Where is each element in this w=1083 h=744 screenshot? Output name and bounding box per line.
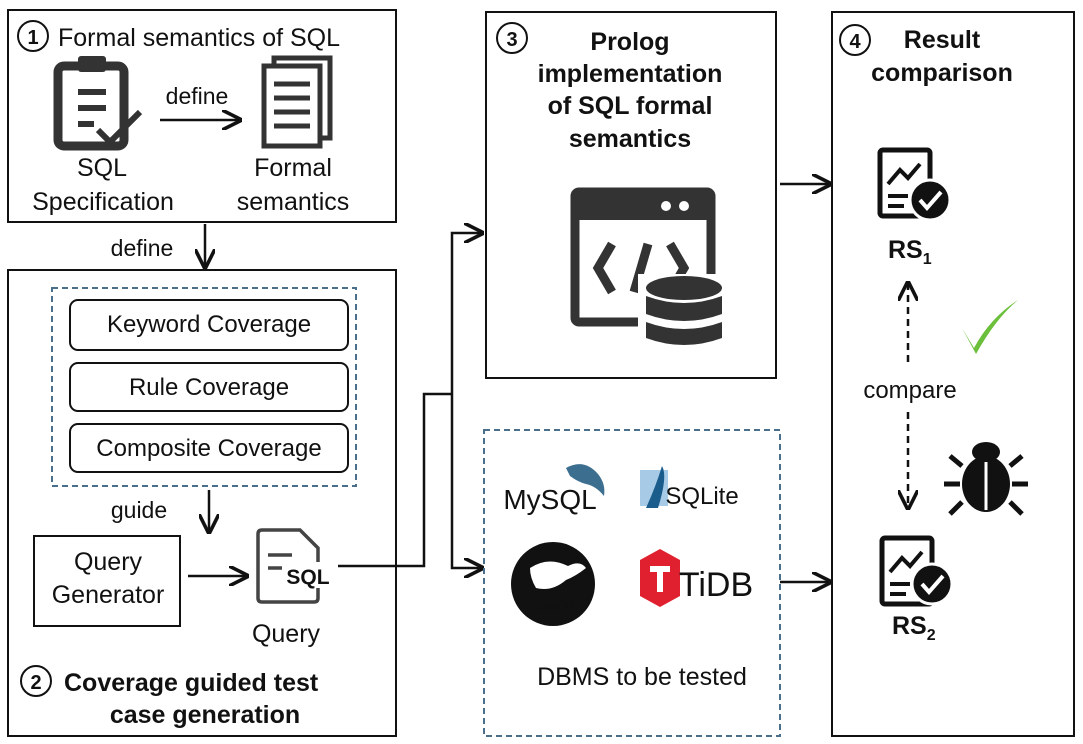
- sql-file-icon-text: SQL: [286, 566, 329, 589]
- duckdb-logo-text: DuckDB: [531, 599, 575, 613]
- composite-coverage-box: [69, 423, 349, 473]
- section2-number: 2: [30, 672, 41, 694]
- section3-box: [485, 11, 777, 379]
- documents-icon: [261, 55, 333, 149]
- query-to-prolog-arrow: [450, 233, 482, 394]
- define-down-label: define: [111, 235, 174, 261]
- rs1-label: RS1: [888, 236, 932, 268]
- section2-title-line2: case generation: [110, 701, 300, 729]
- keyword-coverage-label: Keyword Coverage: [107, 311, 311, 338]
- sql-file-icon: [256, 528, 332, 604]
- spec-label-line2: Specification: [32, 188, 174, 216]
- clipboard-check-icon: [53, 56, 143, 151]
- section3-title-line4: semantics: [569, 125, 691, 153]
- tidb-logo-text: TiDB: [679, 566, 753, 604]
- section4-title-line1: Result: [904, 26, 981, 54]
- report-check-icon-2: [879, 535, 954, 607]
- section3-title-line3: of SQL formal: [548, 92, 713, 120]
- section3-title-line1: Prolog: [590, 28, 669, 56]
- duckdb-logo: DuckDB: [511, 542, 595, 626]
- coverage-group: [51, 287, 357, 487]
- section1-box: [7, 9, 397, 223]
- compare-label: compare: [863, 377, 956, 404]
- bug-icon: [944, 442, 1028, 516]
- section4-number-circle: [839, 24, 871, 56]
- section4-box: [831, 11, 1075, 737]
- sqlite-logo: SQLite: [640, 466, 739, 510]
- query-generator-box: [33, 535, 181, 627]
- section2-box: [7, 269, 397, 737]
- composite-coverage-label: Composite Coverage: [96, 435, 321, 462]
- spec-label-line1: SQL: [77, 154, 127, 182]
- green-check-icon: [962, 300, 1018, 354]
- query-fanout-line: [338, 392, 452, 568]
- tidb-logo: TiDB: [640, 549, 753, 607]
- query-generator-label-line2: Generator: [52, 581, 165, 609]
- sqlite-logo-text: SQLite: [665, 483, 738, 510]
- section3-number: 3: [506, 29, 517, 51]
- report-check-icon-1: [877, 147, 952, 222]
- section1-number: 1: [27, 27, 38, 49]
- query-generator-label-line1: Query: [74, 548, 143, 576]
- section2-number-circle: [20, 665, 52, 697]
- mysql-logo-text: MySQL: [503, 484, 596, 515]
- semantics-label-line1: Formal: [254, 154, 332, 182]
- section4-title-line2: comparison: [871, 59, 1013, 87]
- section4-number: 4: [849, 31, 861, 53]
- rs2-label: RS2: [892, 612, 936, 644]
- section2-title-line1: Coverage guided test: [64, 669, 319, 697]
- section3-number-circle: [496, 22, 528, 54]
- define-arrow-label: define: [166, 83, 229, 109]
- dbms-label: DBMS to be tested: [537, 663, 747, 691]
- guide-label: guide: [111, 497, 167, 523]
- rule-coverage-label: Rule Coverage: [129, 374, 289, 401]
- mysql-logo: MySQL: [503, 464, 605, 515]
- section3-title-line2: implementation: [538, 60, 723, 88]
- keyword-coverage-box: [69, 299, 349, 351]
- semantics-label-line2: semantics: [237, 188, 350, 216]
- code-database-icon: [570, 187, 730, 352]
- dbms-group: [483, 429, 781, 737]
- query-label: Query: [252, 620, 321, 648]
- section1-title: Formal semantics of SQL: [58, 24, 340, 52]
- rule-coverage-box: [69, 362, 349, 412]
- section1-number-circle: [17, 20, 49, 52]
- query-to-dbms-arrow: [450, 394, 482, 568]
